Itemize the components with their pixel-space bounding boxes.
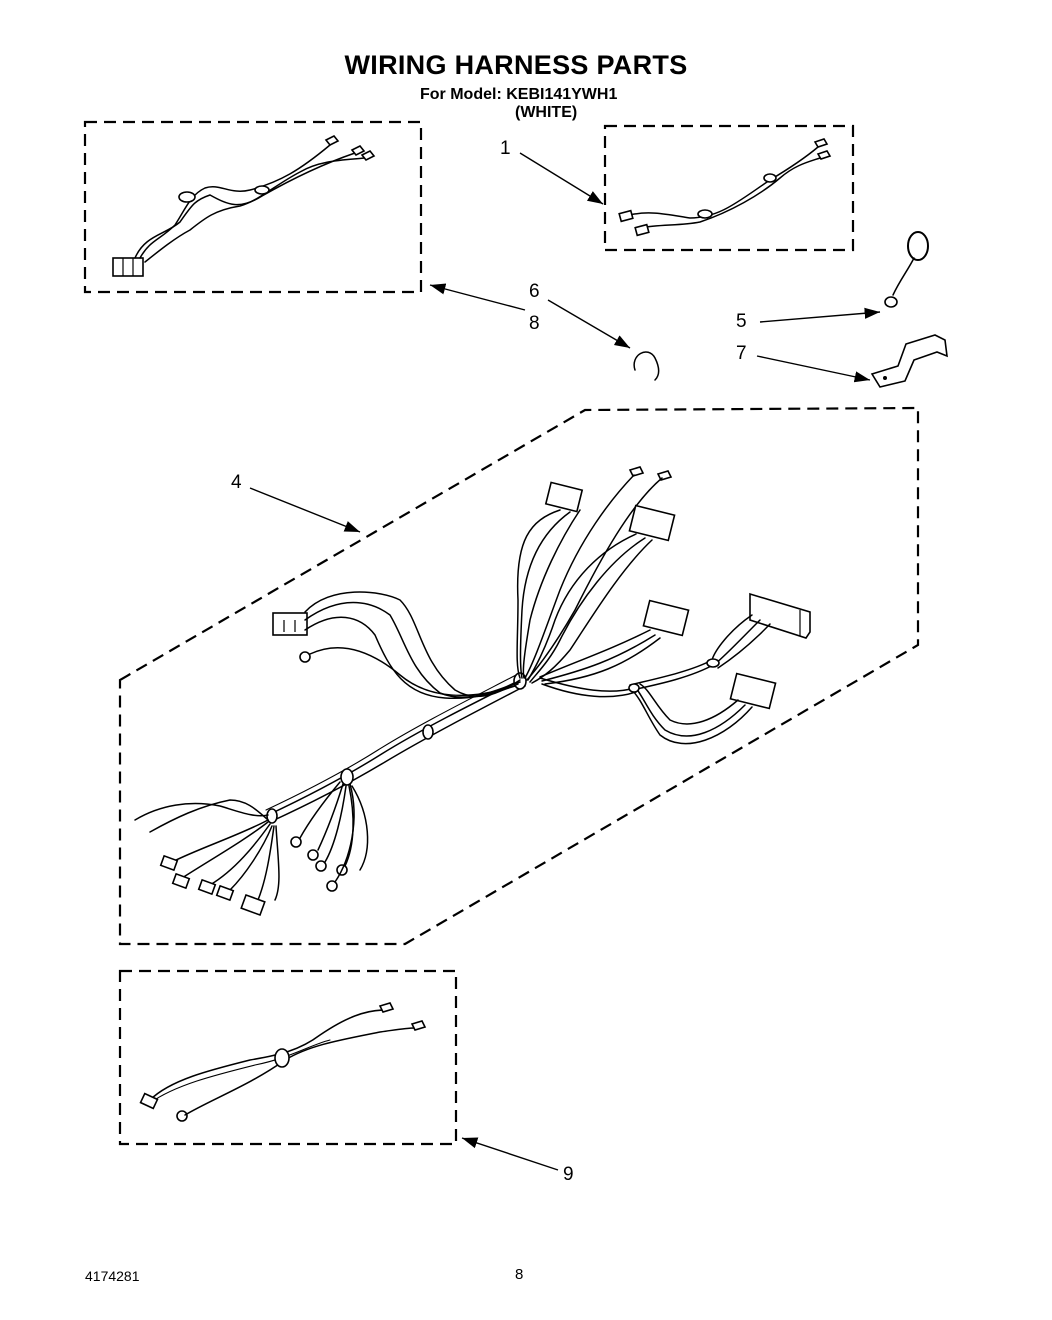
model-line: For Model: KEBI141YWH1 [420, 86, 618, 103]
part-4-main-harness-group [118, 406, 920, 946]
part-1-harness-group [603, 124, 855, 252]
callout-4: 4 [231, 472, 242, 493]
connector-right-long [749, 592, 811, 639]
connector-top-2 [628, 504, 676, 542]
part-8-harness-group [83, 120, 423, 294]
page-number: 8 [515, 1266, 524, 1283]
part-7-bracket [870, 334, 948, 388]
part-9-harness-group [118, 969, 458, 1146]
connector-mid [642, 599, 690, 637]
leader-lines [249, 152, 881, 1171]
callout-1: 1 [500, 138, 511, 159]
part-8-box [83, 120, 423, 294]
part-6-clip [633, 351, 660, 381]
connector-top-1 [544, 481, 584, 513]
part-8-connector [112, 257, 144, 277]
callout-9: 9 [563, 1164, 574, 1185]
part-5-ground-ring [884, 231, 929, 308]
color-line: (WHITE) [515, 104, 578, 121]
callout-6: 6 [529, 281, 540, 302]
connector-upper-left [272, 612, 308, 636]
part-9-box [118, 969, 458, 1146]
callout-8: 8 [529, 313, 540, 334]
page-title: WIRING HARNESS PARTS [344, 50, 688, 80]
document-number: 4174281 [85, 1268, 140, 1284]
part-4-box [118, 406, 920, 946]
callout-7: 7 [736, 343, 747, 364]
callout-5: 5 [736, 311, 747, 332]
connector-right-lower [729, 672, 777, 710]
part-1-box [603, 124, 855, 252]
